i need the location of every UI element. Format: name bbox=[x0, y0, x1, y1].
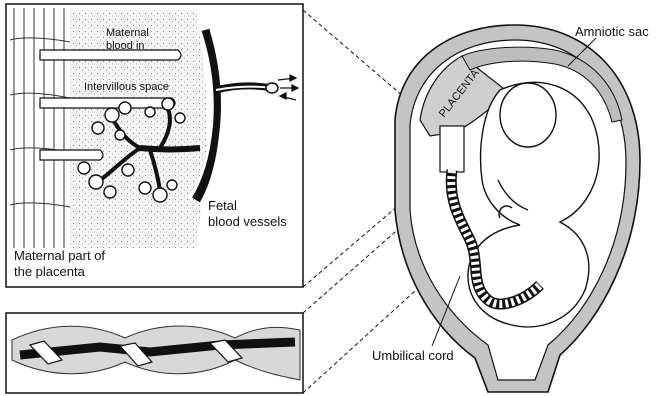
uterus-illustration: PLACENTA bbox=[395, 25, 640, 392]
label-intervillous-space: Intervillous space bbox=[84, 81, 169, 93]
placenta-window bbox=[440, 126, 464, 172]
label-maternal-part-1: Maternal part of bbox=[14, 248, 105, 263]
placenta-inset: Maternal blood in Intervillous space Fet… bbox=[6, 4, 303, 287]
label-maternal-blood-in-1: Maternal bbox=[106, 27, 149, 39]
label-fetal-2: blood vessels bbox=[208, 214, 287, 229]
label-amniotic-sac: Amniotic sac bbox=[575, 24, 649, 39]
label-maternal-blood-in-2: blood in bbox=[106, 40, 145, 52]
label-fetal-1: Fetal bbox=[208, 198, 237, 213]
label-umbilical-cord: Umbilical cord bbox=[372, 348, 454, 363]
umbilical-cord-inset bbox=[6, 313, 303, 393]
fetus-head bbox=[500, 83, 556, 147]
label-maternal-part-2: the placenta bbox=[14, 264, 86, 279]
